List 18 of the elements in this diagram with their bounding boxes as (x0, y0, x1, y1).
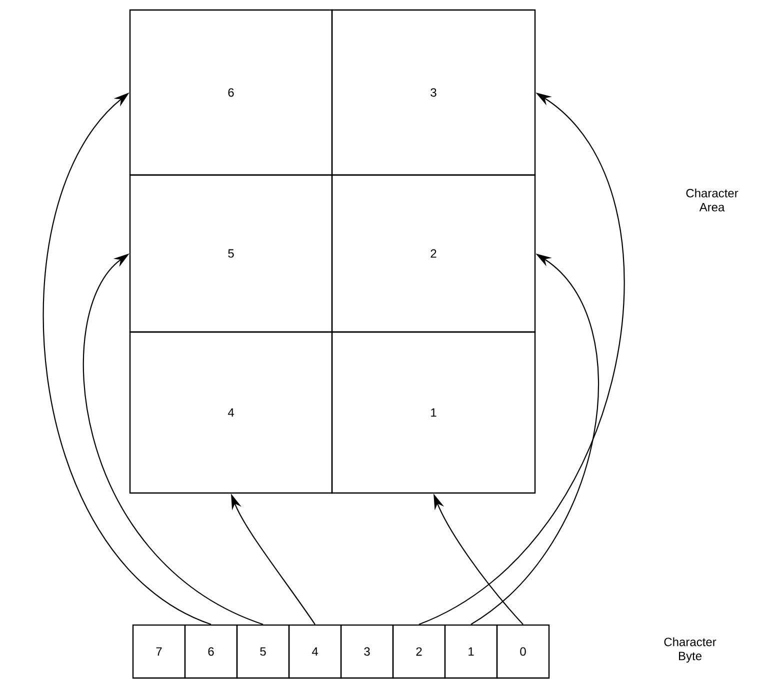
bit-cell: 4 (288, 624, 342, 679)
bit-cell: 6 (184, 624, 238, 679)
bit-cell: 1 (444, 624, 498, 679)
bit-cell: 0 (496, 624, 550, 679)
bit-cell: 5 (236, 624, 290, 679)
grid-cell: 5 (129, 174, 333, 333)
arrow (418, 92, 624, 625)
grid-cell: 3 (331, 9, 536, 176)
grid-cell: 4 (129, 331, 333, 494)
bit-cell: 3 (340, 624, 394, 679)
grid-cell: 1 (331, 331, 536, 494)
grid-cell: 6 (129, 9, 333, 176)
bit-cell: 7 (132, 624, 186, 679)
grid-cell: 2 (331, 174, 536, 333)
arrow (470, 254, 599, 625)
caption-label: Character Area (686, 188, 738, 212)
bit-cell: 2 (392, 624, 446, 679)
caption-label: Character Byte (664, 637, 716, 663)
